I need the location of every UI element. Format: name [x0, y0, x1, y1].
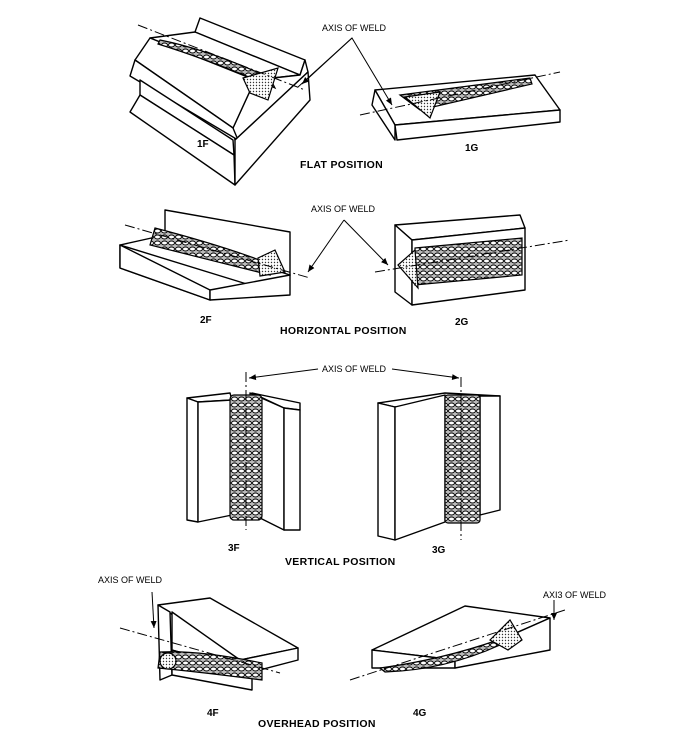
axis-of-weld-callout-flat: AXIS OF WELD: [297, 23, 393, 106]
axis-of-weld-label-4F: AXIS OF WELD: [98, 575, 163, 585]
figure-label-4G: 4G: [413, 708, 427, 719]
figure-1F-drawing: [129, 17, 311, 186]
section-title-flat: FLAT POSITION: [300, 159, 383, 171]
figure-label-4F: 4F: [207, 708, 219, 719]
figure-label-2F: 2F: [200, 315, 212, 326]
section-horizontal-position: AXIS OF WELD 2F 2G HORIZONTAL POSITION: [119, 204, 571, 337]
section-vertical-position: AXIS OF WELD 3F 3G VERTICAL POSITION: [186, 364, 501, 568]
figure-3F-drawing: [186, 372, 301, 531]
axis-of-weld-label: AXIS OF WELD: [322, 23, 387, 33]
section-title-vertical: VERTICAL POSITION: [285, 556, 396, 568]
section-overhead-position: AXIS OF WELD AXI3 OF WELD 4F 4G OVERHEAD…: [98, 575, 607, 730]
figure-label-3G: 3G: [432, 545, 446, 556]
figure-2F-drawing: [119, 209, 311, 301]
section-title-horizontal: HORIZONTAL POSITION: [280, 325, 407, 337]
figure-label-2G: 2G: [455, 317, 469, 328]
section-title-overhead: OVERHEAD POSITION: [258, 718, 376, 730]
axis-of-weld-label: AXIS OF WELD: [322, 364, 387, 374]
figure-label-3F: 3F: [228, 543, 240, 554]
section-flat-position: AXIS OF WELD 1F 1G FLAT POSITION: [129, 17, 561, 186]
figure-4F-drawing: [119, 597, 299, 691]
axis-of-weld-label-4G: AXI3 OF WELD: [543, 590, 607, 600]
axis-of-weld-callout-overhead: AXIS OF WELD AXI3 OF WELD: [98, 575, 607, 629]
figure-2G-drawing: [374, 214, 571, 306]
axis-of-weld-callout-horizontal: AXIS OF WELD: [307, 204, 389, 273]
figure-label-1F: 1F: [197, 139, 209, 150]
figure-3G-drawing: [377, 377, 501, 541]
axis-of-weld-callout-vertical: AXIS OF WELD: [248, 364, 460, 381]
axis-of-weld-label: AXIS OF WELD: [311, 204, 376, 214]
figure-4G-drawing: [349, 605, 566, 681]
figure-1G-drawing: [359, 71, 561, 141]
figure-label-1G: 1G: [465, 143, 479, 154]
